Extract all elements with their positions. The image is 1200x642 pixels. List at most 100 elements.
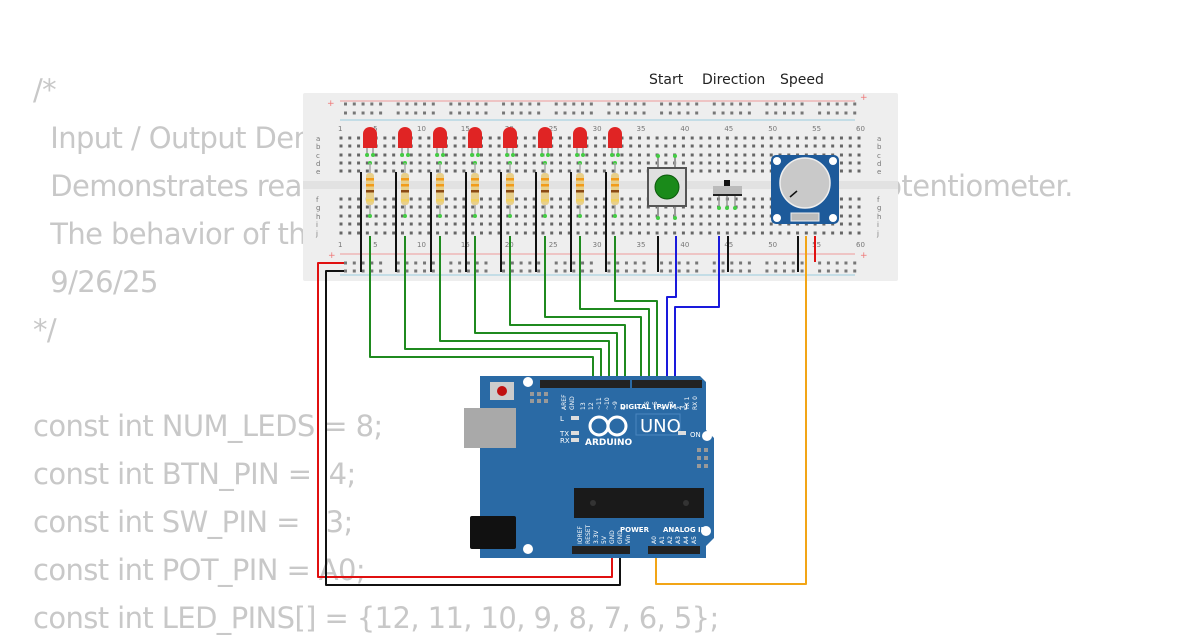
rail-hole [528,111,532,115]
breadboard-hole [532,153,536,157]
breadboard-hole [550,222,554,226]
resistor[interactable] [471,161,479,218]
breadboard-hole [453,169,457,173]
led-signal-wire[interactable] [579,236,650,384]
breadboard-hole [427,144,431,148]
breadboard-hole [629,222,633,226]
resistor-body [471,173,479,205]
resistor[interactable] [401,161,409,218]
on-led [678,431,686,435]
led-signal-wire[interactable] [509,236,626,384]
reset-button[interactable] [497,386,507,396]
resistor[interactable] [436,161,444,218]
breadboard-hole [655,144,659,148]
breadboard-hole [471,222,475,226]
button-cap[interactable] [654,174,680,200]
board-mount-hole [523,377,533,387]
breadboard-hole [479,153,483,157]
arduino-brand: ARDUINO [585,438,633,448]
rail-hole [712,261,716,265]
switch-knob[interactable] [724,180,730,186]
resistor[interactable] [541,161,549,218]
breadboard-hole [515,153,519,157]
breadboard-hole [611,222,615,226]
breadboard-hole [752,197,756,201]
column-number: 25 [549,241,558,249]
led-signal-wire[interactable] [439,236,610,384]
resistor-band [506,178,514,181]
breadboard-hole [629,161,633,165]
breadboard-hole [725,144,729,148]
led[interactable] [573,127,587,157]
breadboard-hole [400,222,404,226]
breadboard-hole [620,222,624,226]
breadboard-hole [655,136,659,140]
breadboard-hole [409,205,413,209]
led[interactable] [363,127,377,157]
breadboard-hole [804,144,808,148]
row-letter: g [877,204,881,212]
led-signal-wire[interactable] [404,236,602,384]
breadboard-hole [725,136,729,140]
rail-hole [791,102,795,106]
board-mount-hole [702,431,712,441]
led[interactable] [398,127,412,157]
breadboard-hole [567,222,571,226]
led-signal-wire[interactable] [544,236,642,384]
digital-header-label: DIGITAL (PWM ~) [620,403,688,411]
breadboard-hole [383,169,387,173]
slide-switch[interactable] [713,180,742,210]
power-gnd-wire[interactable] [325,270,621,586]
pot-signal-wire[interactable] [655,236,807,585]
led-label: TX [559,430,569,438]
resistor[interactable] [576,161,584,218]
breadboard-hole [427,169,431,173]
pot-knob[interactable] [779,157,831,209]
breadboard-hole [839,231,843,235]
led-signal-wire[interactable] [369,236,594,384]
resistor-band [541,190,549,193]
switch-signal-wire[interactable] [674,236,720,384]
power-5v-wire[interactable] [317,262,613,578]
resistor[interactable] [366,161,374,218]
breadboard-hole [646,153,650,157]
breadboard-hole [752,169,756,173]
breadboard-hole [418,197,422,201]
potentiometer[interactable] [771,155,839,224]
rail-hole [510,261,514,265]
breadboard-hole [734,169,738,173]
breadboard-hole [550,214,554,218]
breadboard-hole [497,153,501,157]
led[interactable] [433,127,447,157]
breadboard-hole [690,231,694,235]
breadboard-hole [734,222,738,226]
column-number: 35 [637,125,646,133]
breadboard-hole [638,205,642,209]
led-signal-wire[interactable] [474,236,618,384]
breadboard-hole [559,231,562,235]
breadboard-hole [392,153,396,157]
led[interactable] [608,127,622,157]
rail-hole [818,261,822,265]
led[interactable] [503,127,517,157]
rail-hole [660,269,664,273]
breadboard[interactable]: ++++aabbccddeeffgghhiijj1155101015152020… [303,93,898,281]
rail-hole [818,111,822,115]
breadboard-hole [594,161,598,165]
breadboard-hole [427,197,431,201]
led-signal-wire[interactable] [614,236,658,384]
breadboard-hole [699,222,703,226]
breadboard-hole [479,197,483,201]
breadboard-hole [436,231,440,235]
breadboard-hole [734,136,738,140]
resistor[interactable] [506,161,514,218]
led[interactable] [468,127,482,157]
button-signal-wire[interactable] [666,236,677,384]
resistor[interactable] [611,161,619,218]
led[interactable] [538,127,552,157]
breadboard-hole [646,214,650,218]
rail-hole [458,111,462,115]
pushbutton[interactable] [647,154,687,220]
